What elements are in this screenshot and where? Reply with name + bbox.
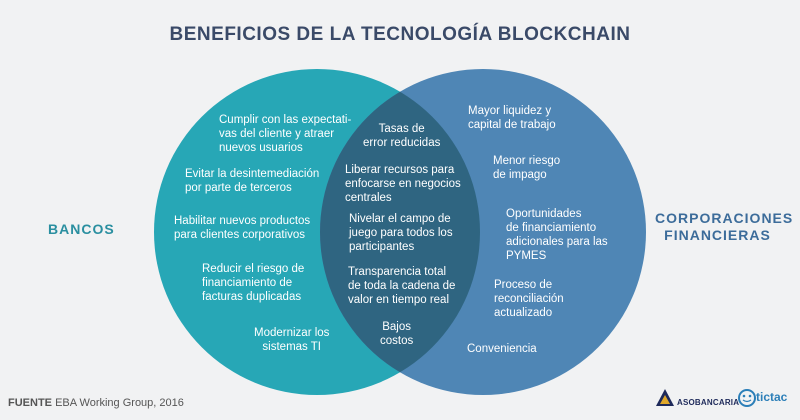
asobancaria-logo-text: ASOBANCARIA	[677, 398, 740, 407]
list-item: Proceso de reconciliación actualizado	[494, 279, 564, 319]
asobancaria-logo-icon	[656, 389, 674, 406]
tictac-logo-text: tictac	[756, 390, 788, 404]
list-item: Tasas de error reducidas	[363, 123, 441, 149]
set-label-bancos: BANCOS	[48, 221, 115, 237]
source-note: FUENTE EBA Working Group, 2016	[8, 397, 184, 409]
list-item: Evitar la desintemediación por parte de …	[185, 168, 320, 194]
list-item: Mayor liquidez y capital de trabajo	[468, 105, 556, 131]
list-item: Liberar recursos para enfocarse en negoc…	[345, 164, 461, 204]
list-item: Conveniencia	[467, 343, 537, 355]
list-item: Bajos costos	[380, 321, 414, 347]
source-text: EBA Working Group, 2016	[55, 397, 184, 409]
list-item: Menor riesgo de impago	[493, 155, 561, 181]
list-item: Reducir el riesgo de financiamiento de f…	[202, 263, 305, 303]
list-item: Habilitar nuevos productos para clientes…	[174, 215, 311, 241]
source-label: FUENTE	[8, 397, 52, 409]
list-item: Cumplir con las expectati- vas del clien…	[219, 114, 352, 154]
list-item: Modernizar los sistemas TI	[254, 327, 330, 353]
diagram-title: BENEFICIOS DE LA TECNOLOGÍA BLOCKCHAIN	[169, 24, 631, 45]
list-item: Transparencia total de toda la cadena de…	[348, 266, 456, 306]
list-item: Nivelar el campo de juego para todos los…	[349, 213, 453, 253]
list-item: Oportunidades de financiamiento adiciona…	[506, 208, 608, 262]
tictac-logo-icon	[738, 389, 756, 407]
set-label-corporaciones: CORPORACIONES FINANCIERAS	[655, 210, 794, 243]
intersection-region	[320, 69, 480, 395]
